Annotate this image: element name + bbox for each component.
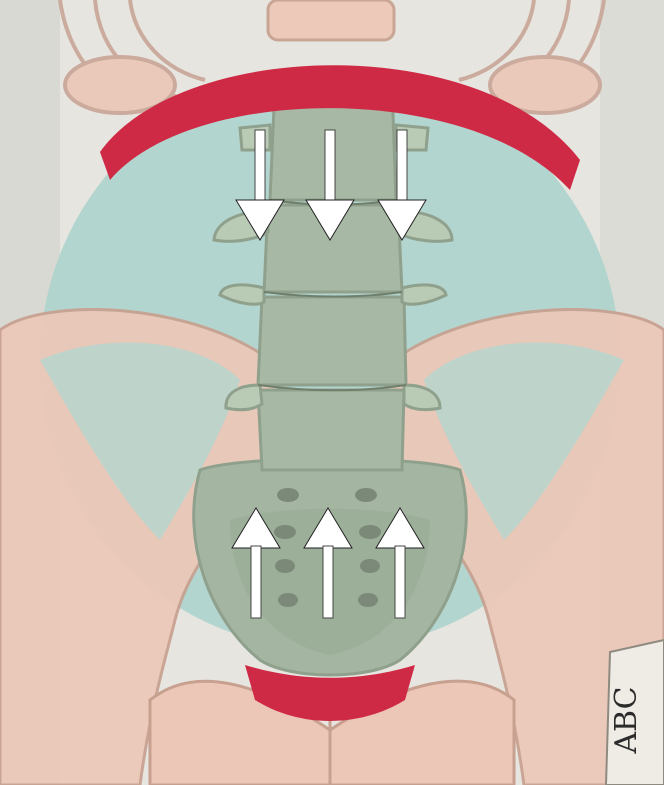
arrows-down [236,130,426,240]
book-letters: ABC [609,686,644,754]
vertebra-l4 [258,390,404,470]
thoracic-vertebra [268,0,394,40]
book-fragment: ABC [606,640,664,785]
arrows-up [232,508,424,618]
vertebra-l3 [258,297,406,385]
